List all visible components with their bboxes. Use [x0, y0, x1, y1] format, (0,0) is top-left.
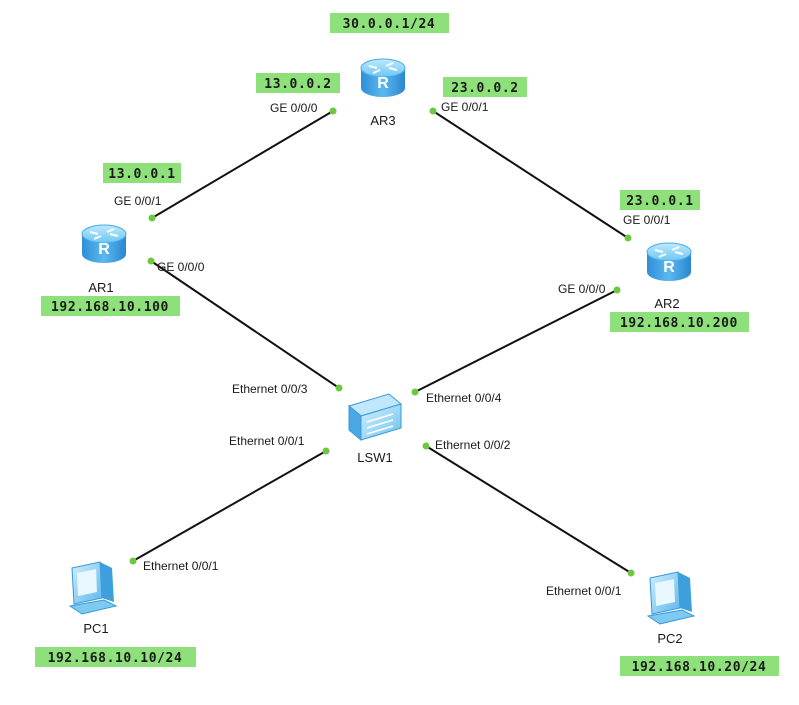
ar1-ge001-ip-tag — [103, 163, 181, 183]
pc-pc1[interactable]: PC1 192.168.10.10/24 — [35, 561, 196, 667]
port-dot — [613, 286, 621, 294]
router-icon — [360, 58, 406, 98]
router-ar1[interactable]: AR1 192.168.10.100 — [41, 224, 180, 316]
pc2-ip-label: 192.168.10.20/24 — [632, 660, 767, 675]
port-dot — [129, 557, 137, 565]
lsw1-e002-port-label: Ethernet 0/0/2 — [435, 438, 511, 452]
port-dot — [148, 214, 156, 222]
switch-icon — [347, 393, 403, 442]
pc2-label: PC2 — [657, 631, 682, 646]
ar3-ip-tag — [330, 13, 449, 33]
ar3-label: AR3 — [370, 113, 395, 128]
port-dot — [411, 388, 419, 396]
ar1-ge001-port-label: GE 0/0/1 — [114, 194, 162, 208]
port-dot — [422, 442, 430, 450]
ar2-ge001-port-label: GE 0/0/1 — [623, 213, 671, 227]
link-ar3-ar2 — [432, 110, 629, 239]
link-pc1-lsw1 — [132, 450, 327, 562]
ar3-ge000-ip-tag — [256, 73, 340, 93]
ar1-ip-label: 192.168.10.100 — [51, 300, 169, 315]
port-dot — [147, 257, 155, 265]
router-ar2[interactable]: AR2 192.168.10.200 — [610, 242, 749, 332]
pc-icon — [647, 571, 695, 625]
link-ar1-ar3 — [151, 110, 334, 219]
port-dot — [322, 447, 330, 455]
ar1-label: AR1 — [88, 280, 113, 295]
switch-lsw1[interactable]: LSW1 — [347, 393, 403, 465]
pc2-e001-port-label: Ethernet 0/0/1 — [546, 584, 622, 598]
port-dot — [335, 384, 343, 392]
ar3-ge001-port-label: GE 0/0/1 — [441, 100, 489, 114]
link-pc2-lsw1 — [425, 445, 632, 574]
lsw1-e004-port-label: Ethernet 0/0/4 — [426, 391, 502, 405]
port-dot — [429, 107, 437, 115]
port-dot — [624, 234, 632, 242]
pc2-ip-tag — [620, 656, 779, 676]
router-icon — [646, 242, 692, 282]
lsw1-e001-port-label: Ethernet 0/0/1 — [229, 434, 305, 448]
link-ar2-lsw1 — [414, 289, 618, 393]
lsw1-label: LSW1 — [357, 450, 392, 465]
lsw1-e003-port-label: Ethernet 0/0/3 — [232, 382, 308, 396]
ar3-ge000-ip-label: 13.0.0.2 — [264, 77, 331, 92]
ar3-ge000-port-label: GE 0/0/0 — [270, 101, 318, 115]
link-ar1-lsw1 — [150, 260, 340, 389]
ar2-label: AR2 — [654, 296, 679, 311]
port-dot — [329, 107, 337, 115]
ar2-ip-tag — [610, 312, 749, 332]
ar3-ge001-ip-label: 23.0.0.2 — [451, 81, 518, 96]
router-icon — [81, 224, 127, 264]
ar2-ge001-ip-tag — [620, 190, 700, 210]
pc1-label: PC1 — [83, 621, 108, 636]
port-dot — [627, 569, 635, 577]
ar2-ge001-ip-label: 23.0.0.1 — [626, 194, 693, 209]
pc1-e001-port-label: Ethernet 0/0/1 — [143, 559, 219, 573]
pc-pc2[interactable]: PC2 192.168.10.20/24 — [620, 571, 779, 676]
router-ar3[interactable]: 30.0.0.1/24 AR3 — [330, 13, 449, 128]
pc1-ip-tag — [35, 647, 196, 667]
ar1-ge000-port-label: GE 0/0/0 — [157, 260, 205, 274]
ar3-ge001-ip-tag — [443, 77, 527, 97]
ar2-ip-label: 192.168.10.200 — [620, 316, 738, 331]
pc-icon — [69, 561, 117, 615]
ar1-ip-tag — [41, 296, 180, 316]
ar1-ge001-ip-label: 13.0.0.1 — [108, 167, 175, 182]
ar3-ip-label: 30.0.0.1/24 — [343, 17, 436, 32]
pc1-ip-label: 192.168.10.10/24 — [48, 651, 183, 666]
ar2-ge000-port-label: GE 0/0/0 — [558, 282, 606, 296]
